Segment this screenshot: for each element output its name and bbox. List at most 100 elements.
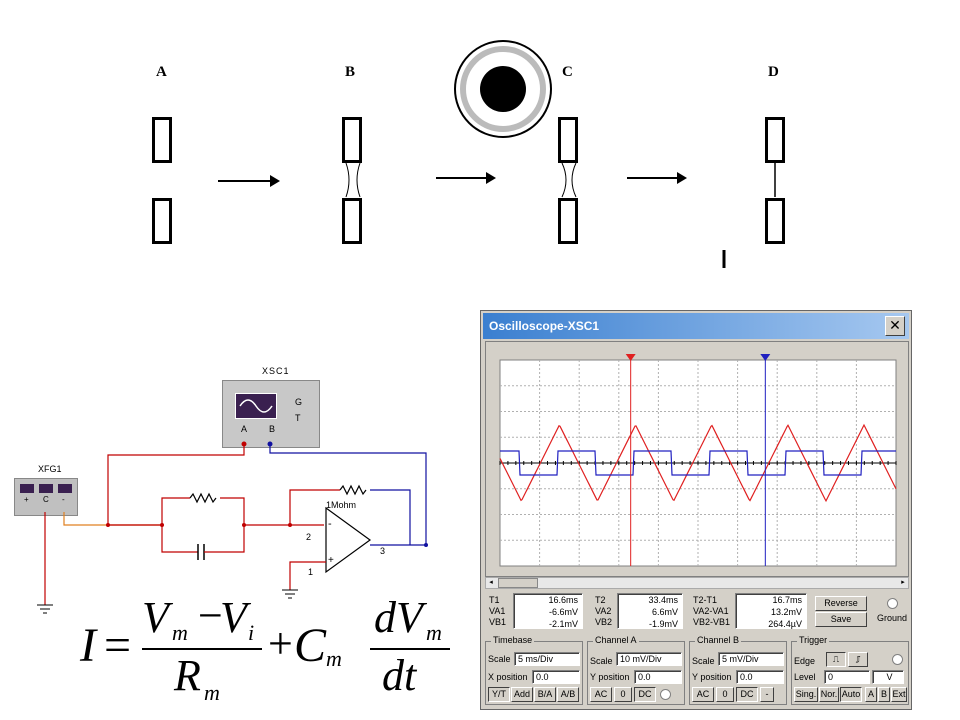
scope-instrument[interactable]: G T A B (222, 380, 320, 448)
fg-minus-label: - (62, 495, 65, 504)
channel-b-zero-button[interactable]: 0 (716, 687, 734, 702)
rising-edge-icon: ⎍ (832, 654, 840, 664)
channel-b-ypos-field[interactable]: 0.0 (736, 670, 784, 684)
timebase-scale-label: Scale (488, 654, 511, 664)
pad-d-top (765, 117, 785, 163)
channel-a-radio[interactable] (660, 689, 671, 700)
channel-b-group: Channel B Scale 5 mV/Div Y position 0.0 … (689, 635, 787, 705)
channel-a-ypos-field[interactable]: 0.0 (634, 670, 682, 684)
single-button[interactable]: Sing. (794, 687, 818, 702)
scroll-left-icon[interactable]: ◂ (489, 579, 493, 586)
trigger-a-button[interactable]: A (865, 687, 877, 702)
va1-label: VA1 (489, 606, 506, 616)
opamp-pin3-label: 3 (380, 546, 386, 556)
opamp-plus-label: + (328, 555, 334, 566)
eq-c: C (294, 619, 327, 672)
oscilloscope-title: Oscilloscope-XSC1 (489, 319, 600, 333)
stage-label-a: A (156, 64, 167, 80)
trigger-b-button[interactable]: B (878, 687, 890, 702)
eq-num2-sub: m (426, 620, 442, 645)
t2-value: 33.4ms (648, 595, 678, 605)
cursor-readout: T1 VA1 VB1 16.6ms -6.6mV -2.1mV T2 VA2 V… (485, 593, 813, 631)
save-button[interactable]: Save (815, 612, 867, 627)
channel-b-ypos-label: Y position (692, 672, 732, 682)
channel-b-title: Channel B (695, 635, 742, 645)
normal-button[interactable]: Nor. (819, 687, 839, 702)
falling-edge-icon: ⎎ (855, 654, 861, 664)
pad-c-top (558, 117, 578, 163)
cursor-1-marker (625, 354, 636, 361)
scroll-right-icon[interactable]: ▸ (901, 579, 905, 586)
trigger-ext-button[interactable]: Ext (891, 687, 907, 702)
channel-a-dc-button[interactable]: DC (634, 687, 656, 702)
record-icon (454, 40, 552, 138)
dvb-label: VB2-VB1 (693, 617, 731, 627)
t1-value: 16.6ms (548, 595, 578, 605)
eq-den1-sub: m (204, 680, 220, 705)
fg-name-label: XFG1 (38, 464, 62, 474)
close-icon: ✕ (889, 317, 901, 333)
trigger-group: Trigger Edge ⎍ ⎎ Level 0 V Sing. Nor. Au… (791, 635, 909, 705)
channel-b-scale-field[interactable]: 5 mV/Div (718, 652, 784, 666)
vb2-value: -1.9mV (648, 619, 678, 629)
yt-button[interactable]: Y/T (488, 687, 510, 702)
oscilloscope-window: Oscilloscope-XSC1 ✕ ◂ ▸ T1 VA1 VB1 16.6m… (480, 310, 912, 710)
ab-button[interactable]: A/B (557, 687, 579, 702)
channel-a-zero-button[interactable]: 0 (614, 687, 632, 702)
eq-num1-b: V (220, 593, 247, 642)
eq-equals: = (104, 619, 132, 672)
stage-label-c: C (562, 64, 573, 80)
ba-button[interactable]: B/A (534, 687, 556, 702)
x-position-field[interactable]: 0.0 (532, 670, 580, 684)
channel-a-ac-button[interactable]: AC (590, 687, 612, 702)
channel-b-minus-button[interactable]: - (760, 687, 774, 702)
channel-a-group: Channel A Scale 10 mV/Div Y position 0.0… (587, 635, 685, 705)
schematic-wires (37, 441, 428, 614)
channel-b-dc-button[interactable]: DC (736, 687, 758, 702)
function-generator[interactable]: + C - (14, 478, 78, 516)
vb1-value: -2.1mV (548, 619, 578, 629)
channel-a-scale-field[interactable]: 10 mV/Div (616, 652, 682, 666)
scope-g-label: G (295, 397, 303, 407)
eq-num1-minus: − (198, 591, 223, 640)
trigger-radio[interactable] (892, 654, 903, 665)
scope-horizontal-scrollbar[interactable]: ◂ ▸ (485, 577, 909, 589)
pad-a-bottom (152, 198, 172, 244)
close-button[interactable]: ✕ (885, 316, 905, 336)
trigger-unit-field[interactable]: V (872, 670, 904, 684)
eq-c-sub: m (326, 646, 342, 671)
reverse-button[interactable]: Reverse (815, 596, 867, 611)
opamp-pin2-label: 2 (306, 532, 312, 542)
arrow-a-to-b (218, 175, 280, 187)
dva-label: VA2-VA1 (693, 606, 729, 616)
scrollbar-thumb[interactable] (498, 578, 538, 588)
trigger-title: Trigger (797, 635, 830, 645)
fg-com-label: C (43, 495, 49, 504)
arrow-b-to-c (436, 172, 496, 184)
opamp-pin1-label: 1 (308, 567, 314, 577)
channel-a-scale-label: Scale (590, 656, 613, 666)
cursor2-values: 33.4ms 6.6mV -1.9mV (617, 593, 683, 629)
oscilloscope-titlebar[interactable]: Oscilloscope-XSC1 ✕ (483, 313, 909, 339)
eq-fraction-bar-1 (142, 648, 262, 650)
feedback-resistor-label: 1Mohm (326, 500, 357, 510)
ground-radio[interactable] (887, 598, 898, 609)
pad-d-bottom (765, 198, 785, 244)
timebase-group: Timebase Scale 5 ms/Div X position 0.0 Y… (485, 635, 583, 705)
delta-values: 16.7ms 13.2mV 264.4µV (735, 593, 807, 629)
falling-edge-button[interactable]: ⎎ (848, 652, 868, 667)
scope-display[interactable] (486, 342, 908, 576)
rising-edge-button[interactable]: ⎍ (826, 652, 846, 667)
trigger-level-field[interactable]: 0 (824, 670, 870, 684)
add-button[interactable]: Add (511, 687, 533, 702)
va1-value: -6.6mV (548, 607, 578, 617)
channel-a-title: Channel A (593, 635, 639, 645)
channel-b-ac-button[interactable]: AC (692, 687, 714, 702)
trigger-edge-label: Edge (794, 656, 816, 666)
pad-a-top (152, 117, 172, 163)
stage-label-d: D (768, 64, 779, 80)
channel-a-trace (499, 423, 897, 503)
auto-button[interactable]: Auto (840, 687, 862, 702)
timebase-scale-field[interactable]: 5 ms/Div (514, 652, 580, 666)
sine-wave-icon (239, 399, 273, 413)
